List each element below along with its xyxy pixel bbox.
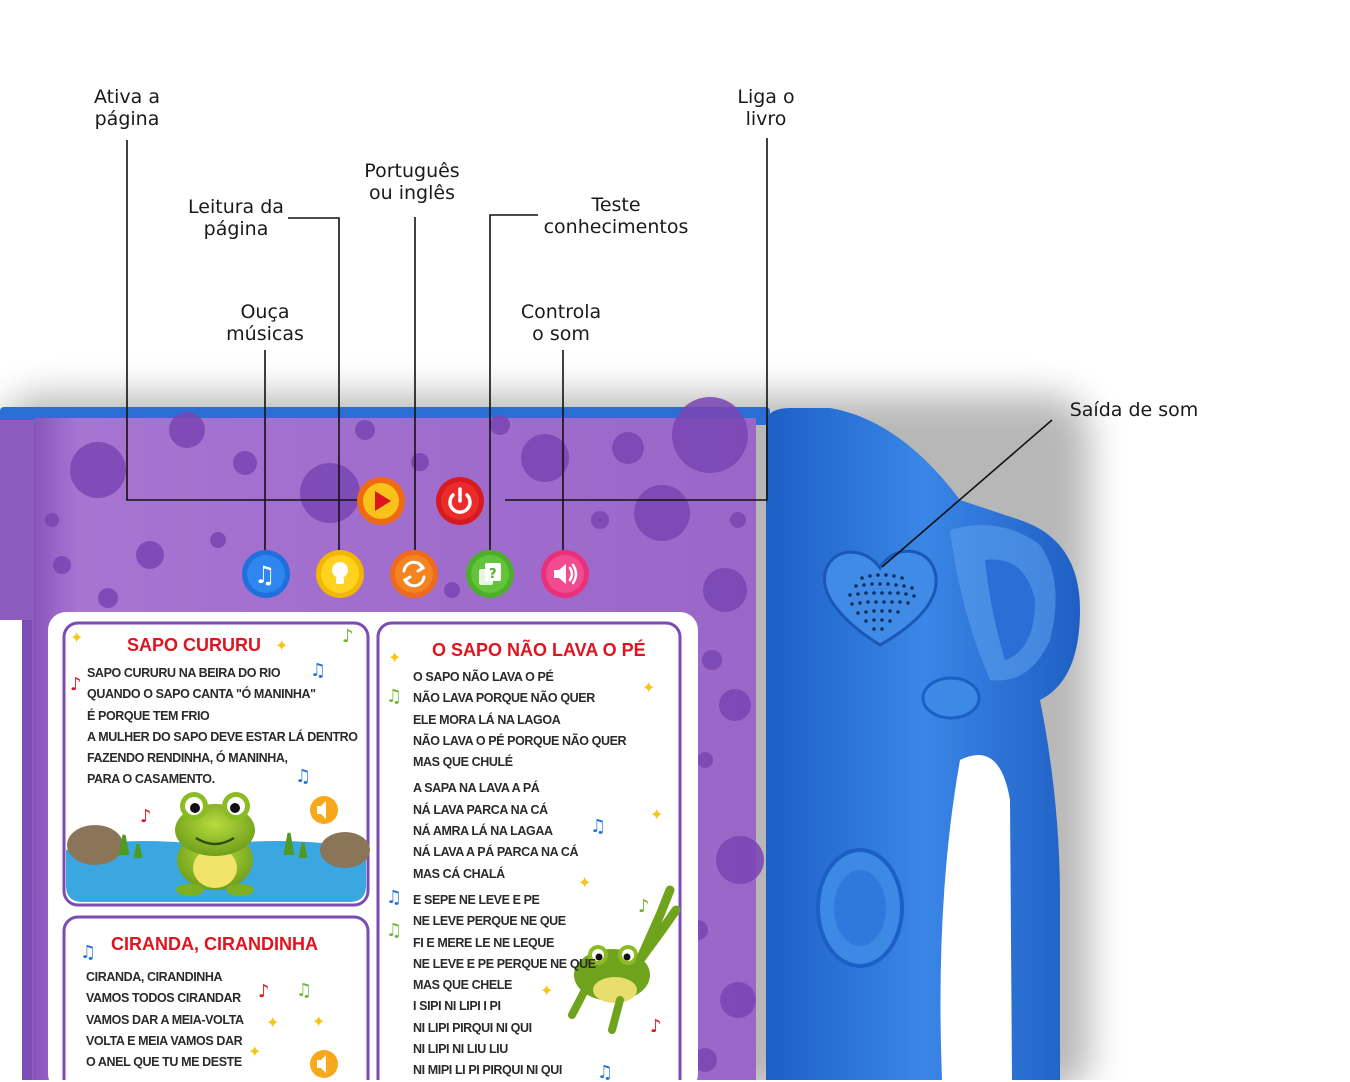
lyric-line: NÁ AMRA LÁ NA LAGAA <box>413 824 553 839</box>
lyric-line: FI E MERE LE NE LEQUE <box>413 935 554 950</box>
svg-text:✦: ✦ <box>578 873 591 892</box>
lyric-line: NE LEVE PERQUE NE QUE <box>413 914 566 929</box>
lyric-line: VAMOS TODOS CIRANDAR <box>86 991 241 1006</box>
lyrics-sapo-cururu: SAPO CURURU NA BEIRA DO RIO QUANDO O SAP… <box>87 663 358 791</box>
language-swap-icon <box>402 560 426 588</box>
lyric-line: NÁ LAVA PARCA NA CÁ <box>413 802 548 817</box>
svg-text:♪: ♪ <box>140 806 152 827</box>
lyric-line: NE LEVE E PE PERQUE NE QUE <box>413 956 596 971</box>
lyric-line: NI LIPI PIRQUI NI QUI <box>413 1020 532 1035</box>
music-button[interactable]: ♫ <box>241 549 291 599</box>
lyric-line: MAS QUE CHELE <box>413 978 512 993</box>
song-title-sapo-nao-lava: O SAPO NÃO LAVA O PÉ <box>432 640 646 660</box>
svg-text:♫: ♫ <box>386 920 402 941</box>
speaker-badge-icon <box>310 1050 338 1078</box>
lyric-line: E SEPE NE LEVE E PE <box>413 892 540 907</box>
svg-text:✦: ✦ <box>266 1013 279 1032</box>
lyric-line: NI LIPI NI LIU LIU <box>413 1042 508 1057</box>
svg-text:♫: ♫ <box>386 887 402 908</box>
lyric-line: FAZENDO RENDINHA, Ó MANINHA, <box>87 751 288 766</box>
svg-text:✦: ✦ <box>540 981 553 1000</box>
lightbulb-icon <box>332 562 348 584</box>
svg-text:♪: ♪ <box>258 981 270 1002</box>
lyric-line: SAPO CURURU NA BEIRA DO RIO <box>87 666 281 680</box>
lyric-line: ELE MORA LÁ NA LAGOA <box>413 712 561 727</box>
lyrics-ciranda: CIRANDA, CIRANDINHA VAMOS TODOS CIRANDAR… <box>86 967 244 1073</box>
lyric-line: A MULHER DO SAPO DEVE ESTAR LÁ DENTRO <box>87 729 358 744</box>
lyric-line: O SAPO NÃO LAVA O PÉ <box>413 670 554 684</box>
lyrics-sapo-nao-lava: O SAPO NÃO LAVA O PÉ NÃO LAVA PORQUE NÃO… <box>413 667 627 1082</box>
svg-text:✦: ✦ <box>650 805 663 824</box>
svg-text:♫: ♫ <box>590 816 606 837</box>
quiz-button[interactable]: ? <box>465 549 515 599</box>
play-button[interactable] <box>356 476 406 526</box>
lyric-line: NÃO LAVA PORQUE NÃO QUER <box>413 691 595 706</box>
language-button[interactable] <box>389 549 439 599</box>
speaker-badge-icon <box>310 796 338 824</box>
svg-text:♫: ♫ <box>80 942 96 963</box>
music-note-icon: ♫ <box>254 561 276 589</box>
svg-text:✦: ✦ <box>642 678 655 697</box>
lyric-line: PARA O CASAMENTO. <box>87 772 215 787</box>
volume-button[interactable] <box>540 549 590 599</box>
lyric-line: NI MIPI LI PI PIRQUI NI QUI <box>413 1063 562 1078</box>
frog-illustration <box>175 792 255 896</box>
lyric-line: O ANEL QUE TU ME DESTE <box>86 1055 242 1070</box>
speaker-grille <box>823 549 938 647</box>
svg-text:✦: ✦ <box>70 628 83 647</box>
svg-text:♫: ♫ <box>310 660 326 681</box>
lyric-line: MAS QUE CHULÉ <box>413 755 513 770</box>
lyric-line: A SAPA NA LAVA A PÁ <box>413 781 540 796</box>
svg-text:♫: ♫ <box>386 686 402 707</box>
lyric-line: QUANDO O SAPO CANTA "Ó MANINHA" <box>87 687 316 702</box>
callout-speaker: Saída de som <box>1069 399 1199 421</box>
song-title-sapo-cururu: SAPO CURURU <box>127 635 262 655</box>
polka-dots <box>45 397 764 1072</box>
svg-text:?: ? <box>489 567 497 582</box>
lyric-line: VAMOS DAR A MEIA-VOLTA <box>86 1012 244 1027</box>
jumping-frog-illustration <box>568 885 681 1034</box>
svg-text:♫: ♫ <box>296 980 312 1001</box>
svg-text:♫: ♫ <box>295 766 311 787</box>
speaker-icon <box>554 563 578 585</box>
lyric-line: I SIPI NI LIPI I PI <box>413 999 501 1014</box>
svg-text:✦: ✦ <box>275 636 288 655</box>
svg-text:♫: ♫ <box>597 1062 613 1080</box>
power-button[interactable] <box>435 476 485 526</box>
lyric-line: É PORQUE TEM FRIO <box>87 708 210 723</box>
play-icon <box>375 491 391 511</box>
svg-text:♪: ♪ <box>342 626 354 647</box>
lyric-line: NÁ LAVA A PÁ PARCA NA CÁ <box>413 845 579 860</box>
svg-text:♪: ♪ <box>70 674 82 695</box>
lyric-line: MAS CÁ CHALÁ <box>413 866 505 881</box>
svg-text:✦: ✦ <box>248 1042 261 1061</box>
svg-text:✦: ✦ <box>312 1012 325 1031</box>
svg-text:♪: ♪ <box>650 1016 662 1037</box>
read-page-button[interactable] <box>315 549 365 599</box>
power-icon <box>448 487 472 514</box>
lyric-line: NÃO LAVA O PÉ PORQUE NÃO QUER <box>413 733 627 748</box>
question-card-icon: ? <box>479 563 501 585</box>
svg-text:♪: ♪ <box>638 896 650 917</box>
leader-lines <box>126 138 1053 568</box>
svg-text:✦: ✦ <box>388 648 401 667</box>
lyric-line: VOLTA E MEIA VAMOS DAR <box>86 1033 243 1048</box>
lyric-line: CIRANDA, CIRANDINHA <box>86 970 223 984</box>
song-title-ciranda: CIRANDA, CIRANDINHA <box>111 934 318 954</box>
